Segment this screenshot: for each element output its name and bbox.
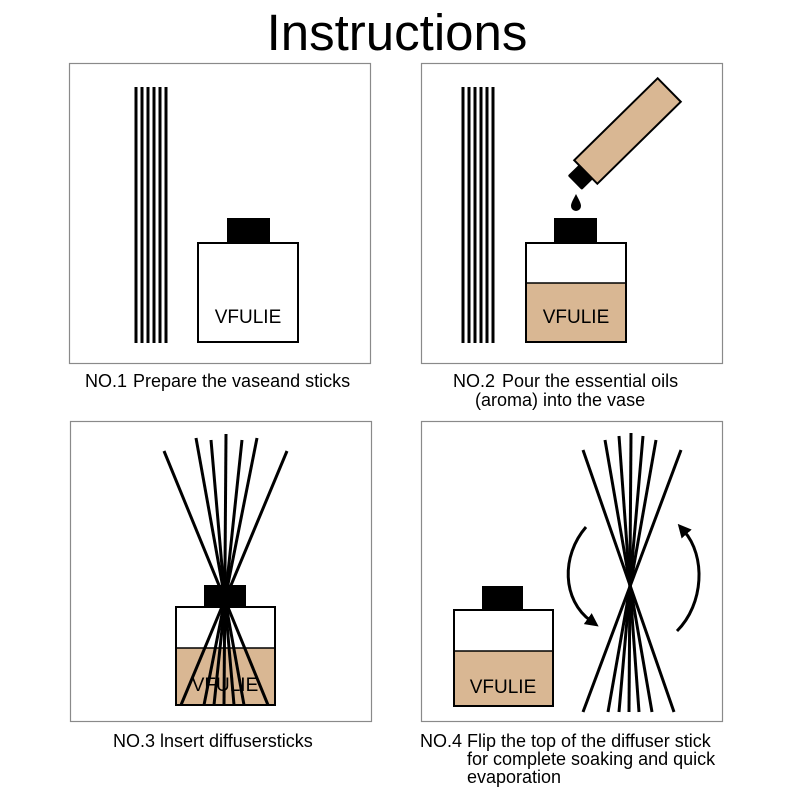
step-caption-1: NO.1 Prepare the vaseand sticks <box>85 371 350 391</box>
step-text-line: Flip the top of the diffuser stick <box>467 731 712 751</box>
step-text-line: evaporation <box>467 767 561 787</box>
filled-vase: VFULIE <box>525 218 627 343</box>
diffuser-stick <box>202 437 259 706</box>
diffuser-stick <box>222 433 228 706</box>
filled-vase: VFULIE <box>453 586 554 707</box>
step-text-line: Prepare the vaseand sticks <box>133 371 350 391</box>
step-panel-4: VFULIE <box>420 420 724 723</box>
step-number: NO.4 <box>420 731 462 751</box>
diffuser-stick <box>209 439 236 706</box>
diffuser-stick <box>194 437 246 706</box>
aroma-liquid <box>526 283 626 342</box>
rotate-arrow-left-icon <box>566 526 599 627</box>
step-panel-3: VFULIE <box>69 420 373 723</box>
panel-frame <box>420 62 724 365</box>
inserted-diffuser-sticks <box>162 433 289 706</box>
step-number: NO.3 <box>113 731 155 751</box>
step-number: NO.2 <box>453 371 495 391</box>
panel-frame <box>69 420 373 723</box>
vase-cap <box>554 218 597 243</box>
step-text-line: (aroma) into the vase <box>475 390 645 410</box>
vase-brand-label: VFULIE <box>215 307 282 328</box>
oil-drop-icon <box>571 194 581 211</box>
step-number: NO.1 <box>85 371 127 391</box>
empty-vase: VFULIE <box>197 218 299 343</box>
panel-frame <box>68 62 372 365</box>
vase-body <box>198 243 298 342</box>
panel-frame <box>420 420 724 723</box>
step-panel-1: VFULIE <box>68 62 372 365</box>
diffuser-stick <box>581 449 683 713</box>
diffuser-stick <box>212 439 244 706</box>
oil-bottle-body <box>572 76 683 186</box>
step-panel-2: VFULIE <box>420 62 724 365</box>
page-title: Instructions <box>267 4 528 61</box>
aroma-liquid <box>454 651 553 706</box>
step-caption-2: NO.2 Pour the essential oils (aroma) int… <box>453 371 678 410</box>
diffuser-sticks-bundle <box>134 87 168 343</box>
diffuser-stick <box>606 439 658 713</box>
step-text-line: for complete soaking and quick <box>467 749 716 769</box>
vase-brand-label: VFULIE <box>543 307 610 328</box>
step-caption-3: NO.3 lnsert diffusersticks <box>113 731 313 751</box>
diffuser-stick <box>179 450 289 706</box>
vase-brand-label: VFULIE <box>470 677 537 698</box>
step-text-line: Pour the essential oils <box>502 371 678 391</box>
diffuser-stick <box>162 450 270 706</box>
diffuser-sticks-bundle <box>461 87 495 343</box>
oil-bottle-nozzle <box>568 165 593 190</box>
oil-bottle <box>568 76 683 190</box>
rotate-arrow-right-icon <box>675 523 701 633</box>
step-text-line: lnsert diffusersticks <box>160 731 313 751</box>
vase-cap <box>227 218 270 243</box>
vase-cap <box>482 586 523 610</box>
step-caption-4: NO.4 Flip the top of the diffuser stick … <box>420 731 716 787</box>
flipped-diffuser-sticks <box>581 432 683 713</box>
